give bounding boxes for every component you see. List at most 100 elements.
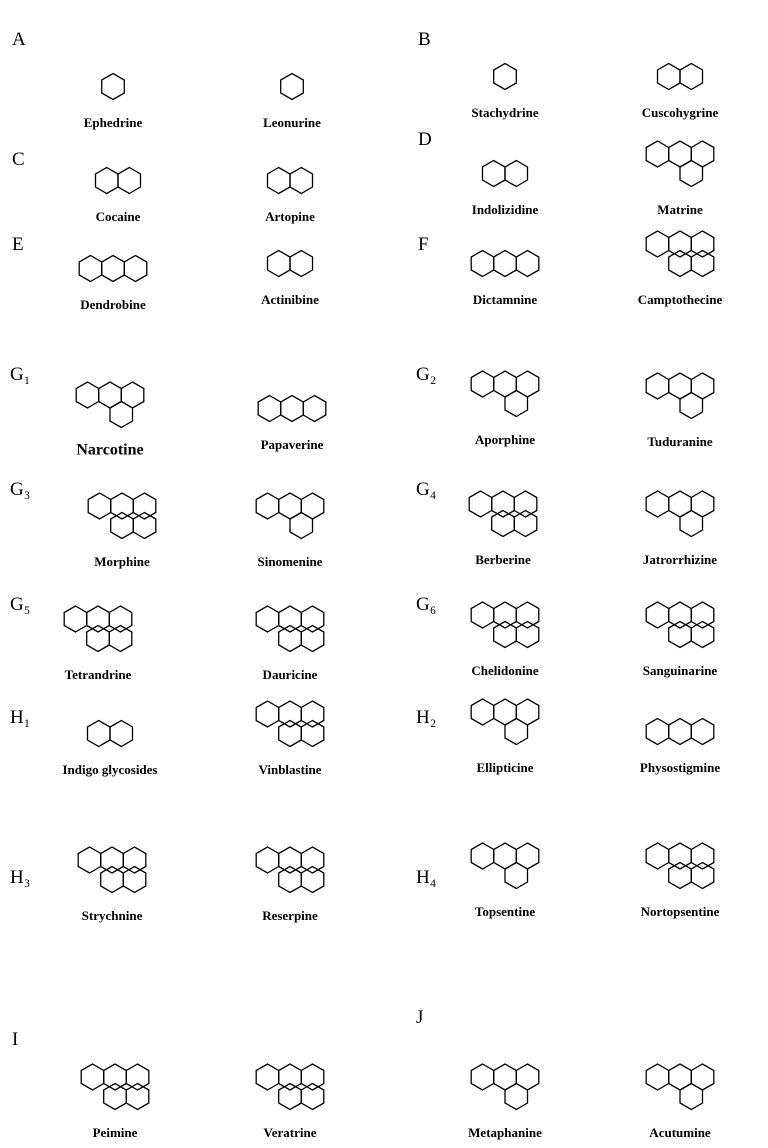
compound-name: Metaphanine	[468, 1125, 542, 1141]
panel-label: E	[12, 234, 24, 255]
veratrine-structure	[255, 1063, 325, 1111]
acutumine-structure	[645, 1063, 715, 1111]
ring	[513, 509, 538, 538]
ring	[117, 166, 142, 195]
ring	[690, 601, 715, 629]
ring	[645, 140, 670, 168]
ephedrine-structure	[101, 72, 125, 101]
panel-label: D	[418, 129, 432, 150]
ring	[77, 846, 102, 874]
ring	[470, 249, 495, 278]
compound-name: Actinibine	[261, 292, 319, 308]
ring	[122, 846, 147, 874]
ring	[300, 605, 325, 633]
ring	[645, 230, 670, 258]
indigo-glycosides-structure	[86, 719, 134, 748]
compound-name: Chelidonine	[471, 663, 539, 679]
ring	[300, 1063, 325, 1091]
morphine-structure	[87, 492, 157, 540]
ring	[504, 861, 529, 890]
ring	[656, 62, 681, 91]
compound-name: Papaverine	[260, 437, 324, 453]
dictamnine-structure	[470, 249, 540, 278]
ring	[668, 861, 692, 890]
ring	[690, 861, 715, 890]
panel-label: F	[418, 234, 429, 255]
ring	[645, 842, 670, 870]
ring	[280, 72, 304, 101]
ring	[470, 601, 495, 629]
compound-name: Veratrine	[263, 1125, 317, 1141]
ring	[481, 159, 506, 188]
ring	[125, 1082, 150, 1111]
ring	[690, 620, 715, 649]
indolizidine-structure	[481, 159, 529, 188]
metaphanine-structure	[470, 1063, 540, 1111]
ring	[668, 620, 692, 649]
ring	[101, 72, 125, 101]
compound-name: Tuduranine	[647, 434, 713, 450]
ring	[493, 620, 517, 649]
ring	[513, 490, 538, 518]
ring	[266, 166, 291, 195]
ring	[103, 1082, 127, 1111]
ring	[255, 700, 280, 728]
tuduranine-structure	[645, 372, 715, 420]
panel-label: G₃	[10, 479, 31, 500]
ring	[278, 605, 302, 633]
narcotine-structure	[75, 381, 145, 429]
ring	[300, 700, 325, 728]
compound-name: Dendrobine	[80, 297, 146, 313]
panel-label: H₃	[10, 867, 31, 888]
ring	[504, 717, 529, 746]
ring	[278, 700, 302, 728]
ring	[668, 717, 692, 746]
ring	[108, 605, 133, 633]
ring	[493, 62, 517, 91]
compound-name: Vinblastine	[258, 762, 322, 778]
ring	[109, 719, 134, 748]
ring	[679, 1082, 704, 1111]
ring	[109, 400, 134, 429]
chelidonine-structure	[470, 601, 540, 649]
ring	[645, 490, 670, 518]
panel-label: H₂	[416, 707, 437, 728]
ring	[645, 717, 670, 746]
ring	[101, 254, 125, 283]
compound-name: Narcotine	[76, 441, 144, 459]
cocaine-structure	[94, 166, 142, 195]
ring	[278, 1063, 302, 1091]
aporphine-structure	[470, 370, 540, 418]
ring	[110, 492, 134, 520]
ring	[515, 249, 540, 278]
ring	[302, 394, 327, 423]
ring	[470, 370, 495, 398]
ring	[87, 492, 112, 520]
ring	[123, 254, 148, 283]
ring	[470, 1063, 495, 1091]
ring	[491, 509, 515, 538]
ring	[103, 1063, 127, 1091]
ring	[668, 601, 692, 629]
ring	[122, 865, 147, 894]
ring	[255, 492, 280, 520]
ring	[470, 698, 495, 726]
ring	[300, 624, 325, 653]
compound-name: Aporphine	[475, 432, 535, 448]
ring	[679, 159, 704, 188]
ring	[668, 842, 692, 870]
ring	[300, 1082, 325, 1111]
compound-name: Indigo glycosides	[62, 762, 158, 778]
compound-name: Cuscohygrine	[641, 105, 719, 121]
compound-name: Peimine	[92, 1125, 138, 1141]
jatrorrhizine-structure	[645, 490, 715, 538]
sanguinarine-structure	[645, 601, 715, 649]
topsentine-structure	[470, 842, 540, 890]
ring	[257, 394, 282, 423]
ring	[86, 624, 110, 653]
compound-name: Dictamnine	[472, 292, 538, 308]
ring	[86, 719, 111, 748]
ring	[78, 254, 103, 283]
ring	[679, 62, 704, 91]
ring	[255, 846, 280, 874]
